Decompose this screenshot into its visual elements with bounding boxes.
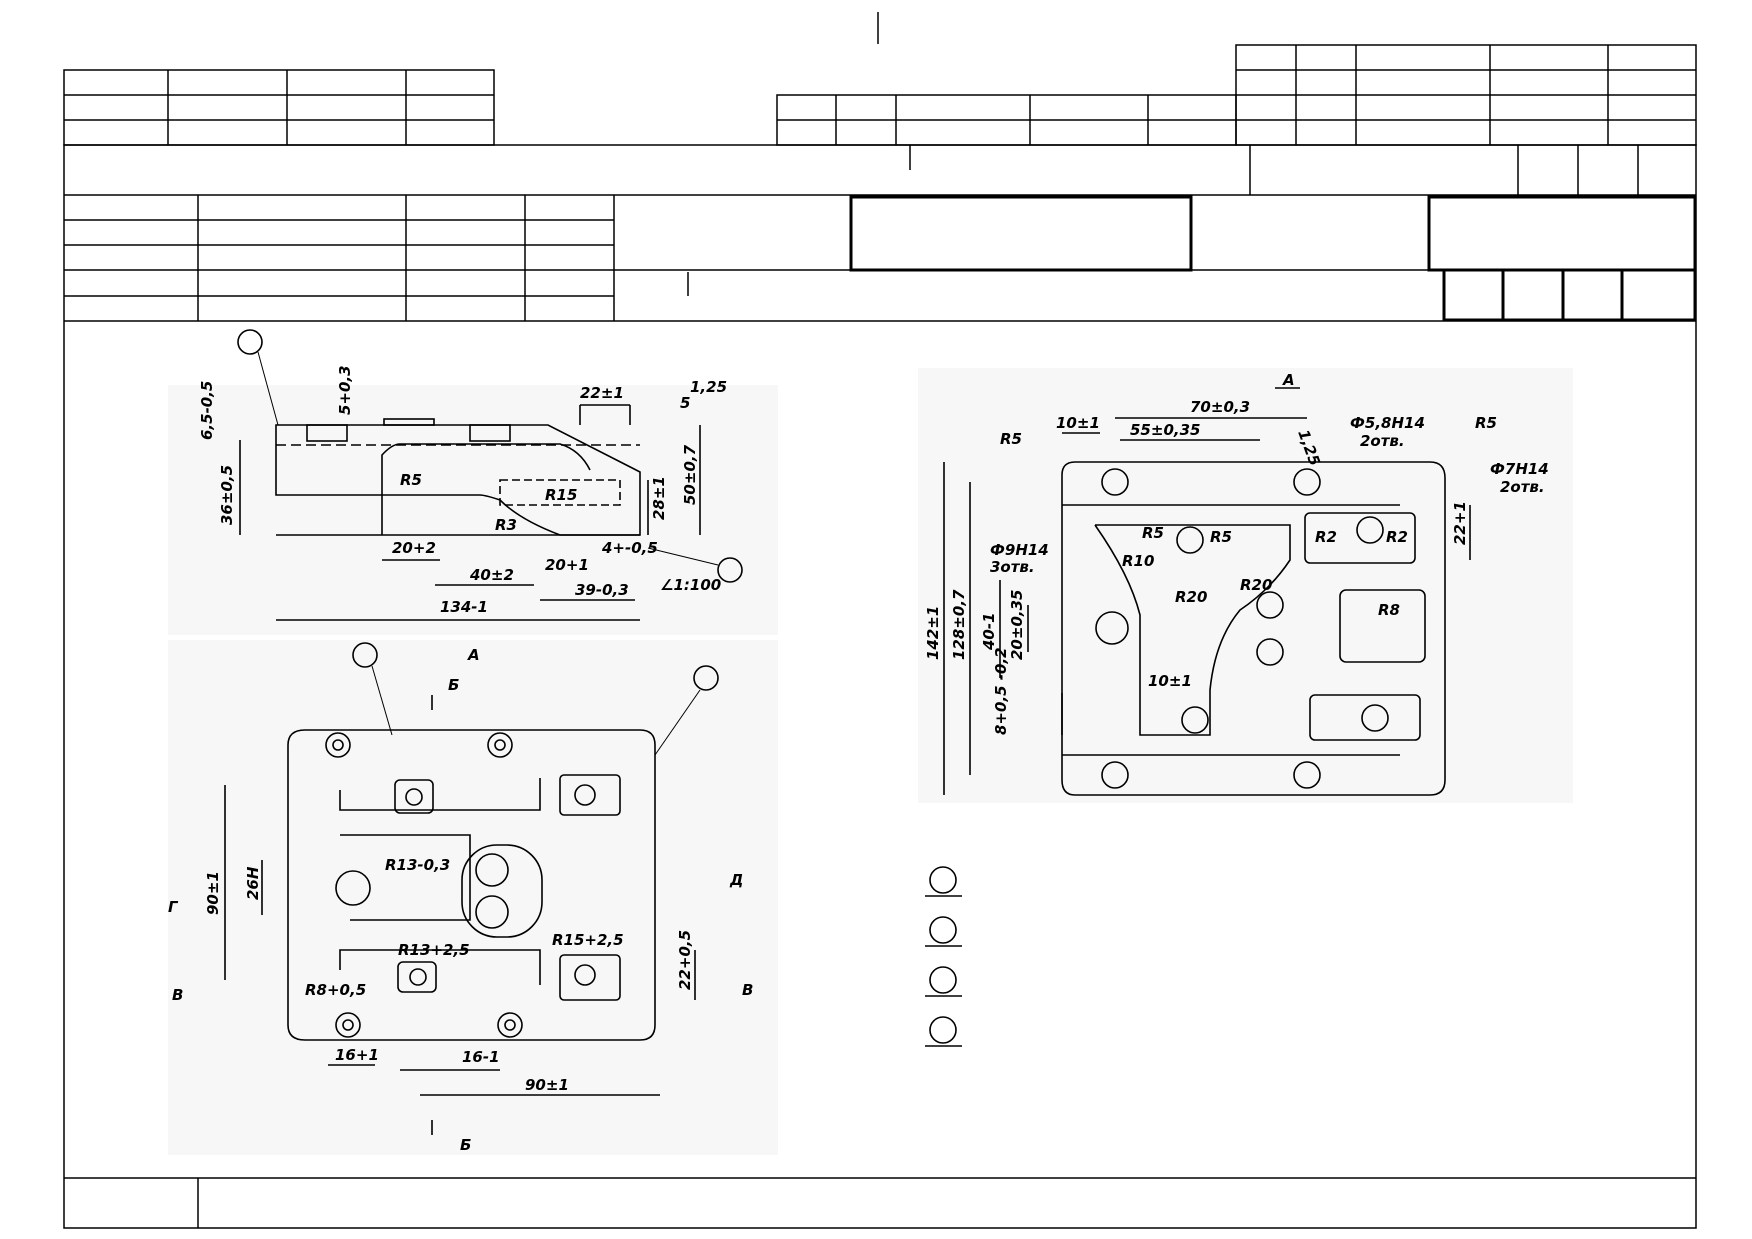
dim-36: 36±0,5	[218, 465, 236, 525]
front-view	[168, 329, 778, 635]
dim-6-5: 6,5-0,5	[198, 381, 216, 440]
dim-8: 8+0,5 -0,2	[992, 647, 1010, 735]
dim-16-plus: 16+1	[335, 1046, 379, 1064]
dim-r10: R10	[1122, 552, 1154, 570]
dim-r13-2-5: R13+2,5	[398, 941, 470, 959]
dim-16-minus: 16-1	[462, 1048, 500, 1066]
plan-view	[168, 640, 778, 1155]
dim-40: 40±2	[469, 566, 514, 584]
dim-r20-left: R20	[1175, 588, 1207, 606]
dim-r20-right: R20	[1240, 576, 1272, 594]
dim-20-2: 20+2	[392, 539, 436, 557]
dim-r5-a1: R5	[1000, 430, 1022, 448]
dim-slope: ∠1:100	[660, 576, 721, 594]
dim-90-vert: 90±1	[204, 871, 222, 915]
section-b-bottom: Б	[460, 1136, 471, 1154]
legend-symbols	[925, 866, 962, 1047]
dim-phi58-count: 2отв.	[1360, 432, 1405, 450]
dim-4: 4+-0,5	[601, 539, 658, 557]
dim-r3: R3	[495, 516, 517, 534]
dim-50: 50±0,7	[681, 444, 699, 505]
dim-142: 142±1	[924, 606, 942, 660]
dim-90-horiz: 90±1	[525, 1076, 569, 1094]
section-v-right: В	[742, 981, 753, 999]
dim-phi9: Ф9Н14	[990, 541, 1049, 559]
dim-5: 5	[680, 394, 690, 412]
dim-5-3: 5+0,3	[336, 365, 354, 415]
dim-40-a: 40-1	[980, 612, 998, 651]
dim-phi58: Ф5,8Н14	[1350, 414, 1425, 432]
sheet-border	[63, 144, 1697, 1229]
view-a-title: А	[1282, 371, 1295, 389]
revision-table-right	[776, 44, 1697, 146]
dim-28: 28±1	[650, 476, 668, 520]
dim-r8: R8+0,5	[305, 981, 366, 999]
section-g: Г	[168, 898, 179, 916]
section-v-left: В	[172, 986, 183, 1004]
dim-10: 10±1	[1056, 414, 1100, 432]
view-a-dims: А 70±0,3 10±1 55±0,35 1,25 Ф5,8Н14 2отв.…	[924, 371, 1549, 735]
dim-128: 128±0,7	[950, 589, 968, 660]
dim-20-a: 20±0,35	[1008, 590, 1026, 660]
dim-r2-right: R2	[1386, 528, 1408, 546]
view-a	[918, 368, 1573, 803]
dim-r5: R5	[400, 471, 422, 489]
dim-phi7: Ф7Н14	[1490, 460, 1549, 478]
section-b-top: Б	[448, 676, 459, 694]
dim-r15: R15	[545, 486, 577, 504]
revision-table-left	[63, 69, 495, 146]
plan-view-dims: R13-0,3 R15+2,5 R13+2,5 R8+0,5 90±1 26H …	[168, 646, 753, 1154]
dim-10-a: 10±1	[1148, 672, 1192, 690]
dim-134: 134-1	[440, 598, 488, 616]
dim-r2-left: R2	[1315, 528, 1337, 546]
dim-r8-a: R8	[1378, 601, 1400, 619]
section-a: А	[467, 646, 480, 664]
dim-phi9-count: 3отв.	[990, 558, 1035, 576]
dim-roughness: 1,25	[690, 378, 727, 396]
dim-55: 55±0,35	[1130, 421, 1200, 439]
dim-r13: R13-0,3	[385, 856, 450, 874]
dim-r5-a3: R5	[1142, 524, 1164, 542]
dim-r15-2-5: R15+2,5	[552, 931, 624, 949]
dim-r5-a2: R5	[1475, 414, 1497, 432]
dim-70: 70±0,3	[1190, 398, 1250, 416]
dim-r5-a4: R5	[1210, 528, 1232, 546]
dim-phi7-count: 2отв.	[1500, 478, 1545, 496]
dim-22: 22+0,5	[676, 930, 694, 990]
front-view-dims: 22±1 1,25 5 6,5-0,5 5+0,3 36±0,5 50±0,7 …	[198, 365, 727, 616]
dim-26: 26H	[244, 866, 262, 900]
dim-22-a: 22+1	[1451, 501, 1469, 545]
section-d: Д	[729, 871, 743, 889]
dim-22: 22±1	[580, 384, 624, 402]
dim-39: 39-0,3	[575, 581, 629, 599]
dim-20-1: 20+1	[545, 556, 589, 574]
